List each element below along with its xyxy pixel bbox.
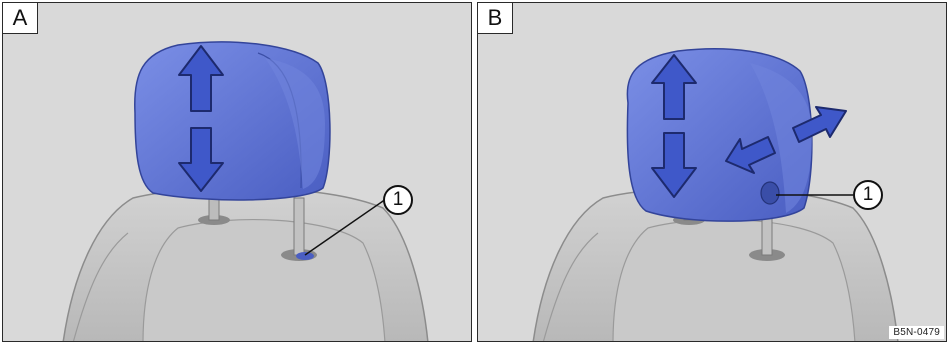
- seat-back-panel: [143, 220, 385, 342]
- release-button: [761, 182, 779, 204]
- panel-label: A: [3, 3, 38, 34]
- panel-b-illustration: [478, 3, 947, 342]
- seat-back-panel: [613, 220, 855, 342]
- post-right: [294, 198, 304, 255]
- panel-a-illustration: [3, 3, 472, 342]
- panel-a: A 1: [2, 2, 472, 342]
- panel-label: B: [478, 3, 513, 34]
- release-button: [296, 252, 314, 260]
- figure-code: B5N-0479: [889, 326, 944, 339]
- callout-1: 1: [853, 180, 883, 210]
- callout-1: 1: [383, 185, 413, 215]
- panel-b: B 1 B5N-0479: [477, 2, 947, 342]
